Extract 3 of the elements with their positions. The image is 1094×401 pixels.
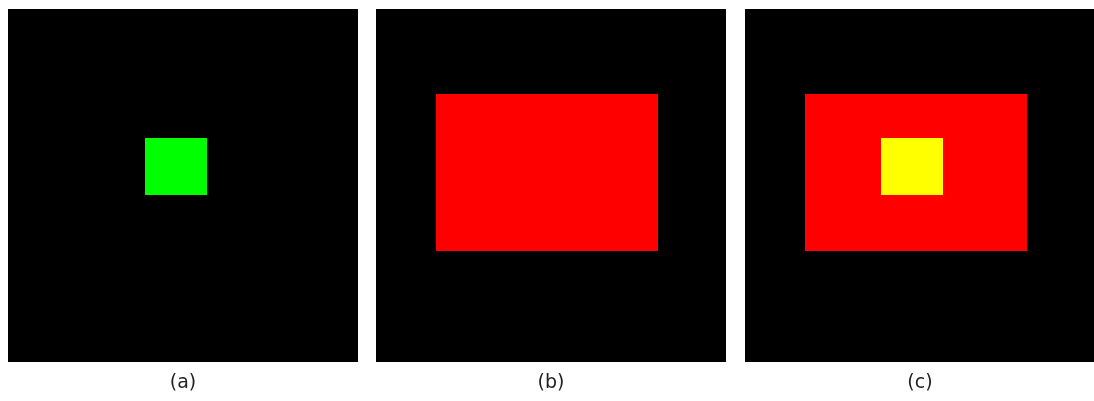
panel-caption: (a) (169, 370, 197, 392)
panel-caption: (b) (537, 370, 565, 392)
panel-caption: (c) (907, 370, 933, 392)
